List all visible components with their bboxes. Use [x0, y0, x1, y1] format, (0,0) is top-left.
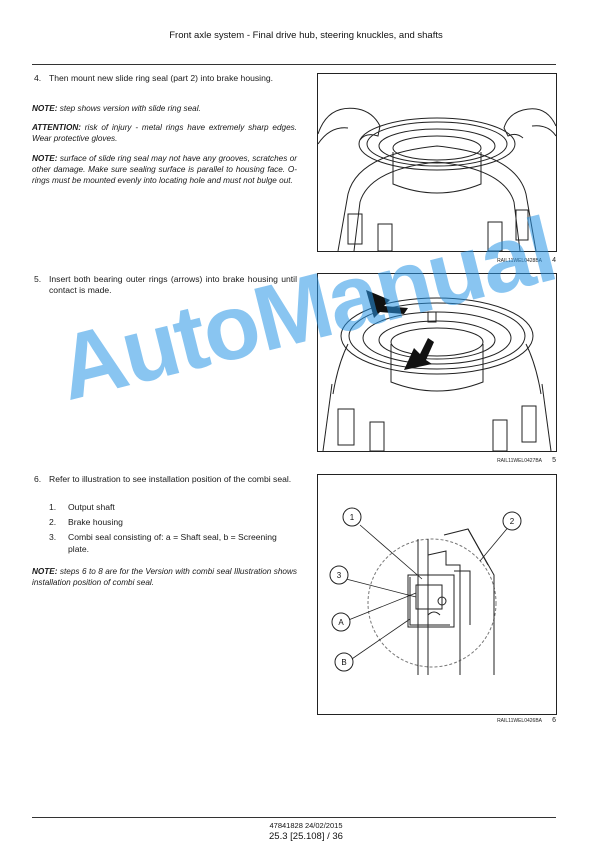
note-text: surface of slide ring seal may not have … [32, 154, 297, 185]
step-text: Then mount new slide ring seal (part 2) … [49, 73, 274, 83]
step-4: 4. Then mount new slide ring seal (part … [32, 73, 297, 84]
step-4-note-2: NOTE: surface of slide ring seal may not… [32, 153, 297, 186]
figure-code: RAIL11WEL0428BA [497, 258, 542, 264]
step-number: 4. [34, 73, 42, 83]
page-header: Front axle system - Final drive hub, ste… [169, 30, 443, 41]
callout-3: 3 [337, 571, 342, 580]
figure-4-slide-ring-seal [317, 73, 557, 252]
arrow-outer-ring [366, 290, 408, 318]
figure-6-combi-seal: 1 2 3 A B [317, 474, 557, 715]
figure-number: 6 [552, 717, 556, 724]
seal-mounting-illustration [318, 107, 556, 251]
step-6: 6. Refer to illustration to see installa… [32, 474, 297, 485]
figure-number: 5 [552, 457, 556, 464]
combi-seal-diagram: 1 2 3 A B [329, 507, 522, 675]
arrow-inner-ring [404, 338, 434, 370]
figure-code: RAIL11WEL0427BA [497, 458, 542, 464]
note-label: NOTE: [32, 154, 58, 163]
step-6-parts-list: 1.Output shaft 2.Brake housing 3.Combi s… [49, 502, 297, 559]
step-6-note: NOTE: steps 6 to 8 are for the Version w… [32, 566, 297, 588]
bearing-rings-illustration [322, 290, 552, 451]
callout-b: B [341, 658, 346, 667]
figure-code: RAIL11WEL0426BA [497, 718, 542, 724]
note-text: step shows version with slide ring seal. [57, 104, 201, 113]
list-item: 1.Output shaft [49, 502, 115, 512]
callout-1: 1 [350, 513, 355, 522]
list-item: 2.Brake housing [49, 517, 123, 528]
step-5: 5. Insert both bearing outer rings (arro… [32, 274, 297, 296]
list-item: 3.Combi seal consisting of: a = Shaft se… [49, 532, 277, 554]
step-number: 5. [34, 274, 42, 284]
note-label: NOTE: [32, 567, 58, 576]
footer-rule [32, 817, 556, 818]
step-number: 6. [34, 474, 42, 484]
attention-label: ATTENTION: [32, 123, 81, 132]
footer-page-number: 25.3 [25.108] / 36 [269, 831, 343, 842]
step-text: Insert both bearing outer rings (arrows)… [49, 274, 297, 296]
step-4-note-1: NOTE: step shows version with slide ring… [32, 103, 297, 114]
figure-5-bearing-rings [317, 273, 557, 452]
attention-text: risk of injury - metal rings have extrem… [32, 123, 297, 143]
header-rule [32, 64, 556, 65]
figure-number: 4 [552, 257, 556, 264]
callout-2: 2 [510, 517, 515, 526]
callout-a: A [338, 618, 344, 627]
note-text: steps 6 to 8 are for the Version with co… [32, 567, 297, 587]
note-label: NOTE: [32, 104, 58, 113]
step-text: Refer to illustration to see installatio… [49, 474, 292, 484]
footer-doc-id: 47841828 24/02/2015 [269, 821, 343, 830]
step-4-attention: ATTENTION: risk of injury - metal rings … [32, 122, 297, 144]
